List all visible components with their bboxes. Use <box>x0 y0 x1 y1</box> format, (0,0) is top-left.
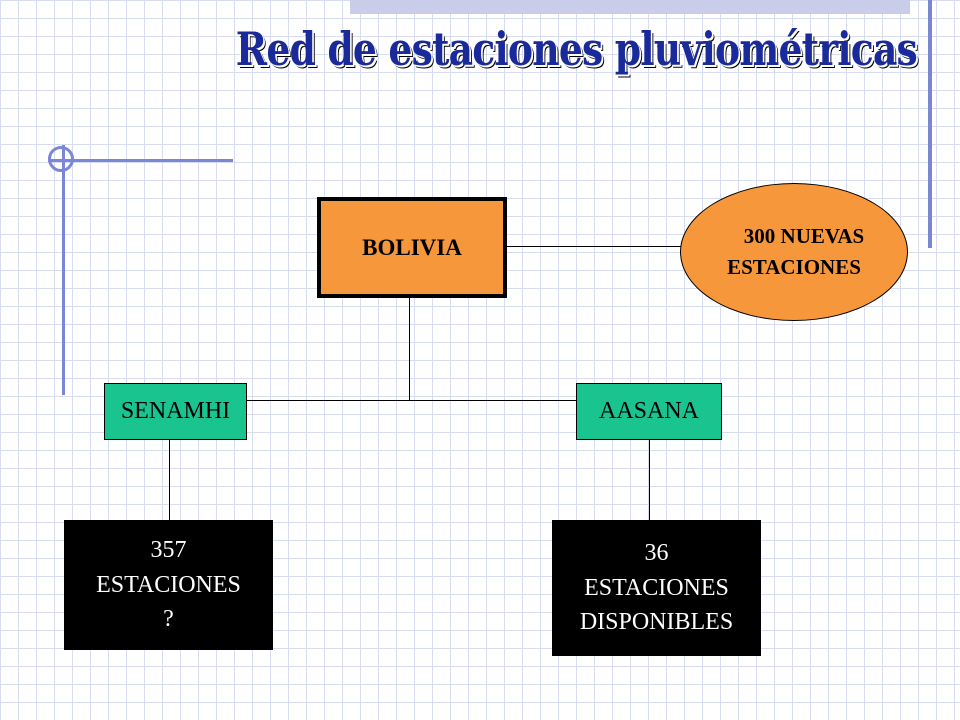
right-vertical-accent-line <box>928 0 932 248</box>
senamhi-stations-question: ? <box>163 606 174 633</box>
page-title: Red de estaciones pluviométricas <box>235 22 918 76</box>
senamhi-stations-count: 357 <box>150 536 187 563</box>
aasana-stations-label: ESTACIONES <box>584 574 729 601</box>
senamhi-stations-label: ESTACIONES <box>96 571 241 598</box>
senamhi-stations-node: 357 ESTACIONES ? <box>64 520 273 650</box>
bolivia-node: BOLIVIA <box>317 197 507 298</box>
connector-horizontal <box>247 400 577 401</box>
aasana-node: AASANA <box>576 383 722 440</box>
connector-aasana-down <box>649 440 650 520</box>
aasana-stations-node: 36 ESTACIONES DISPONIBLES <box>552 520 761 656</box>
connector-senamhi-down <box>169 440 170 520</box>
aasana-stations-available: DISPONIBLES <box>579 609 734 636</box>
senamhi-node: SENAMHI <box>104 383 247 440</box>
accent-circle-icon <box>48 146 74 172</box>
connector-bolivia-nuevas <box>507 246 681 247</box>
new-stations-node: 300 NUEVAS ESTACIONES <box>680 183 908 321</box>
top-accent-bar <box>350 0 910 14</box>
new-stations-count-label: 300 NUEVAS <box>743 223 865 248</box>
aasana-stations-count: 36 <box>644 539 669 566</box>
left-horizontal-accent-line <box>48 159 233 162</box>
connector-bolivia-down <box>409 298 410 400</box>
new-stations-text-label: ESTACIONES <box>727 255 861 279</box>
left-vertical-accent-line <box>62 145 65 395</box>
